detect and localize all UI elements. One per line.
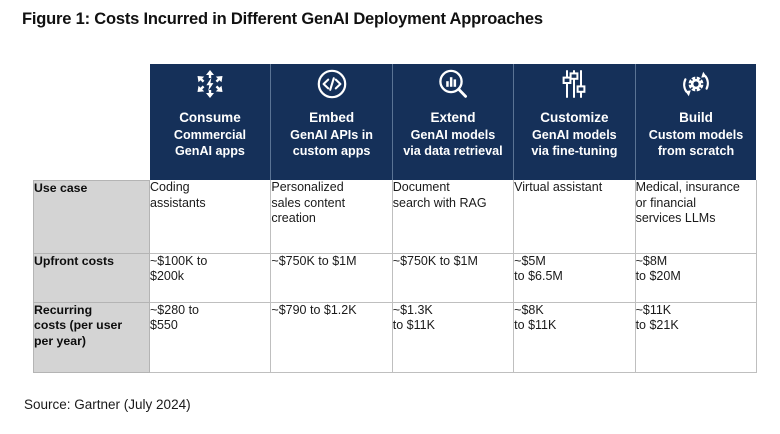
cell-line3: services LLMs (635, 211, 716, 225)
cell-line1: ~$1.3K (392, 302, 433, 317)
column-header-customize[interactable]: Customize GenAI models via fine-tuning (513, 64, 636, 180)
row-label-line1: Use case (34, 180, 88, 195)
row-label-recurring-costs: Recurring costs (per user per year) (33, 302, 150, 373)
column-header-embed[interactable]: Embed GenAI APIs in custom apps (270, 64, 393, 180)
column-header-desc-line2: via fine-tuning (531, 143, 618, 158)
cell-line2: or financial (635, 195, 697, 210)
page-title: Figure 1: Costs Incurred in Different Ge… (22, 10, 543, 28)
row-label-use-case: Use case (33, 179, 150, 254)
column-header-extend[interactable]: Extend GenAI models via data retrieval (392, 64, 515, 180)
cell-use-case-embed: Personalized sales content creation (270, 180, 393, 254)
row-label-line1: Recurring (34, 302, 93, 317)
cell-line2: $550 (150, 318, 178, 332)
cost-matrix-table: Consume Commercial GenAI apps Embed (33, 64, 757, 374)
row-label-upfront-costs: Upfront costs (33, 253, 150, 303)
gear-refresh-icon (636, 64, 757, 106)
table-header-row: Consume Commercial GenAI apps Embed (33, 64, 757, 180)
column-header-name: Consume (179, 110, 241, 125)
cell-line1: Medical, insurance (635, 180, 740, 194)
cell-use-case-customize: Virtual assistant (513, 180, 636, 254)
cell-line1: ~$100K to (150, 253, 208, 268)
cell-upfront-customize: ~$5M to $6.5M (513, 253, 636, 303)
cell-line1: ~$11K (635, 302, 672, 317)
column-header-desc-line2: via data retrieval (403, 143, 503, 158)
cell-line2: to $21K (635, 318, 679, 332)
cell-recurring-extend: ~$1.3K to $11K (392, 302, 515, 373)
cell-line1: ~$8M (635, 253, 668, 268)
code-brackets-circle-icon (271, 64, 391, 106)
column-header-name: Customize (540, 110, 609, 125)
sliders-icon (514, 64, 634, 106)
cell-upfront-build: ~$8M to $20M (635, 253, 757, 303)
table-row: Use case Coding assistants Personalized … (33, 179, 757, 254)
cell-line1: Virtual assistant (514, 180, 603, 194)
row-label-line2: costs (per user (34, 318, 123, 332)
table-row: Upfront costs ~$100K to $200k ~$750K to … (33, 253, 757, 303)
cell-line1: ~$280 to (150, 302, 200, 317)
column-header-desc-line1: GenAI APIs in (290, 128, 373, 142)
row-label-line1: Upfront costs (34, 253, 114, 268)
column-header-desc-line1: GenAI models (532, 128, 617, 142)
cell-use-case-extend: Document search with RAG (392, 180, 515, 254)
column-header-desc-line2: custom apps (292, 143, 371, 158)
cell-line2: assistants (150, 195, 206, 210)
cell-upfront-embed: ~$750K to $1M (270, 253, 393, 303)
column-header-desc-line2: from scratch (657, 143, 735, 158)
cell-line2: to $6.5M (514, 269, 563, 283)
cell-recurring-consume: ~$280 to $550 (148, 302, 272, 373)
cell-use-case-consume: Coding assistants (148, 180, 272, 254)
column-header-name: Build (679, 110, 713, 125)
column-header-build[interactable]: Build Custom models from scratch (635, 64, 757, 180)
search-bar-chart-icon (393, 64, 513, 106)
column-header-name: Embed (309, 110, 355, 125)
cell-recurring-build: ~$11K to $21K (635, 302, 757, 373)
cell-line1: Document (392, 180, 450, 194)
header-corner-spacer (33, 64, 150, 180)
cell-line3: creation (271, 211, 316, 225)
cell-upfront-consume: ~$100K to $200k (148, 253, 272, 303)
cell-line2: $200k (150, 269, 185, 283)
cell-line1: ~$8K (514, 302, 544, 317)
cell-line1: ~$5M (514, 253, 546, 268)
cell-line1: ~$750K to $1M (271, 253, 357, 268)
column-header-name: Extend (430, 110, 476, 125)
cell-use-case-build: Medical, insurance or financial services… (635, 180, 757, 254)
cell-recurring-embed: ~$790 to $1.2K (270, 302, 393, 373)
cell-line1: ~$750K to $1M (392, 253, 478, 268)
scale-distribute-icon (150, 64, 271, 106)
cell-line2: to $11K (514, 318, 557, 332)
source-caption: Source: Gartner (July 2024) (24, 397, 191, 412)
column-header-desc-line1: Custom models (648, 128, 744, 142)
cell-line2: sales content (271, 195, 346, 210)
cell-line2: to $11K (392, 318, 435, 332)
cell-line2: search with RAG (392, 195, 487, 210)
table-row: Recurring costs (per user per year) ~$28… (33, 302, 757, 373)
cell-line2: to $20M (635, 269, 681, 283)
cell-line1: ~$790 to $1.2K (271, 302, 357, 317)
cell-line1: Coding (150, 180, 190, 194)
column-header-desc-line1: GenAI models (410, 128, 496, 142)
column-header-consume[interactable]: Consume Commercial GenAI apps (149, 64, 272, 180)
cell-recurring-customize: ~$8K to $11K (513, 302, 636, 373)
column-header-desc-line1: Commercial (173, 128, 246, 142)
cell-line1: Personalized (271, 180, 344, 194)
row-label-line3: per year) (34, 333, 86, 348)
cell-upfront-extend: ~$750K to $1M (392, 253, 515, 303)
column-header-desc-line2: GenAI apps (174, 143, 245, 158)
